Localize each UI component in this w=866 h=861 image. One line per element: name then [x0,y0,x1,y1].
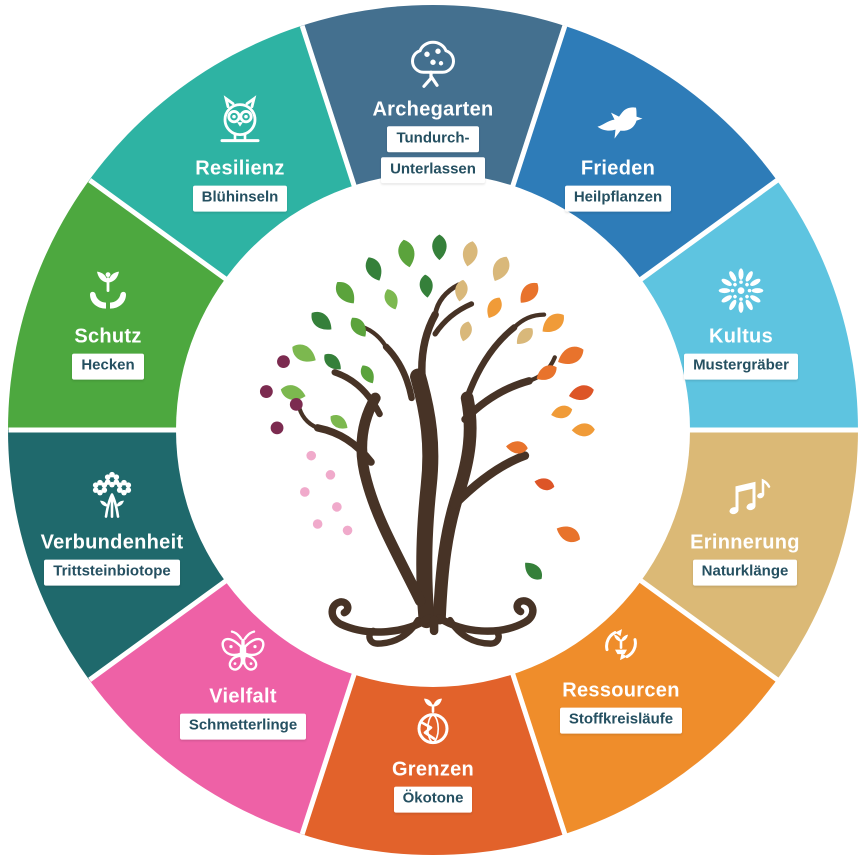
tree-berries [259,355,303,435]
segment-label: Blühinseln [192,185,288,212]
segment-title: Resilienz [195,157,285,180]
segment-archegarten: Archegarten Tundurch- Unterlassen [318,33,548,183]
fruit-tree-icon [405,33,461,93]
segment-title: Erinnerung [690,531,800,554]
hands-plant-icon [80,261,136,321]
recycling-plant-icon [593,615,649,675]
segment-title: Frieden [580,157,656,180]
tree-illustration [259,234,596,647]
segment-title: Archegarten [372,98,494,121]
cracked-globe-icon [405,694,461,754]
bouquet-icon [84,467,140,527]
segment-label: Heilpflanzen [564,185,672,212]
dahlia-icon [713,261,769,321]
segment-label: Tundurch- [387,126,479,152]
segment-title: Kultus [708,325,774,348]
segment-title: Vielfalt [209,685,277,708]
segment-verbundenheit: Verbundenheit Trittsteinbiotope [0,467,227,586]
segment-label: Ökotone [393,786,473,813]
butterfly-icon [215,621,271,681]
segment-vielfalt: Vielfalt Schmetterlinge [128,621,358,740]
segment-frieden: Frieden Heilpflanzen [503,93,733,212]
segment-ressourcen: Ressourcen Stoffkreisläufe [506,615,736,734]
segment-title: Verbundenheit [40,531,184,554]
segment-label: Stoffkreisläufe [559,707,683,734]
center-circle [176,173,690,687]
music-notes-icon [717,467,773,527]
segment-grenzen: Grenzen Ökotone [318,694,548,813]
segment-label: Unterlassen [381,157,485,183]
segment-schutz: Schutz Hecken [0,261,223,380]
segment-label: Schmetterlinge [179,713,307,740]
segment-label: Trittsteinbiotope [44,559,180,586]
segment-title: Grenzen [391,758,475,781]
owl-icon [212,93,268,153]
segment-title: Schutz [74,325,142,348]
segment-erinnerung: Erinnerung Naturklänge [630,467,860,586]
segment-label: Naturklänge [692,559,798,586]
tree-leaves [278,234,596,584]
segment-label: Hecken [72,353,144,380]
tree-blossoms [300,450,353,536]
segment-label: Mustergräber [684,353,798,380]
segment-title: Ressourcen [562,679,680,702]
segment-kultus: Kultus Mustergräber [626,261,856,380]
dove-icon [590,93,646,153]
segment-resilienz: Resilienz Blühinseln [125,93,355,212]
